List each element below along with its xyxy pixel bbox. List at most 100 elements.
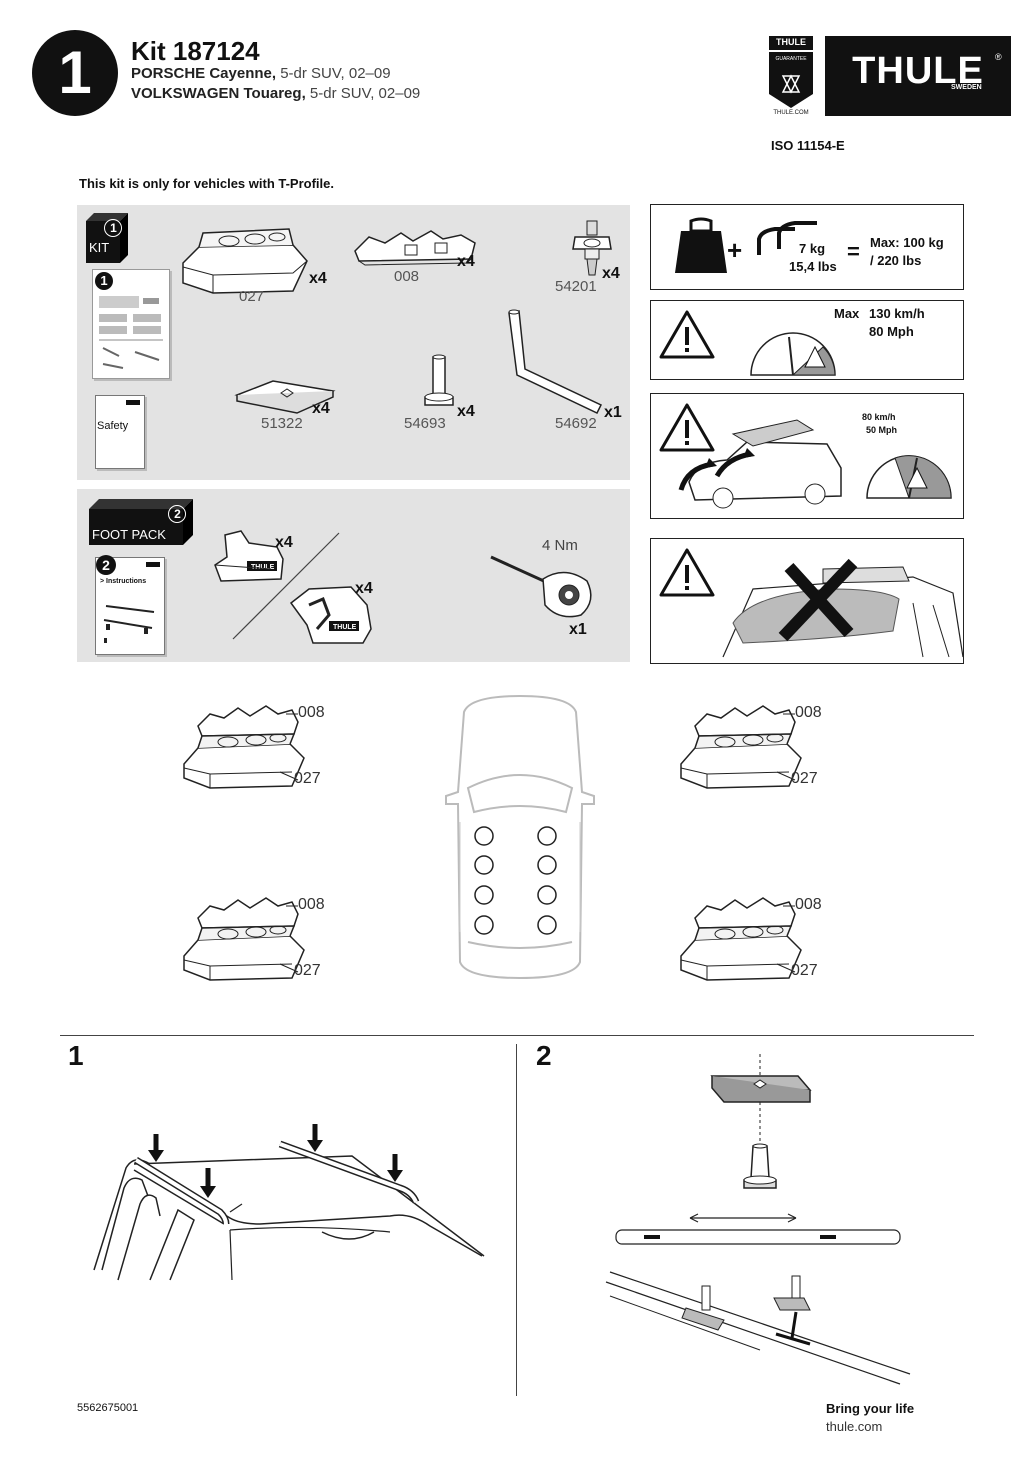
plus-icon: + [727, 235, 743, 265]
wind-mph: 50 Mph [866, 425, 898, 435]
vehicle-spec: 5-dr SUV, 02–09 [305, 85, 421, 102]
car-roof-rails-icon [93, 1124, 485, 1281]
bars-weight-kg: 7 kg [799, 241, 826, 256]
svg-text:THULE: THULE [251, 564, 275, 571]
foot-clamp-assembly-icon [183, 705, 305, 789]
part-code: 008 [394, 268, 420, 285]
steps-divider-vertical [516, 1044, 517, 1396]
vehicle-line-1: PORSCHE Cayenne, 5-dr SUV, 02–09 [131, 65, 391, 82]
registered-mark-icon: ® [995, 52, 1002, 62]
speedometer-icon [866, 455, 952, 499]
tagline: Bring your life [826, 1401, 915, 1416]
wind-kmh: 80 km/h [862, 412, 896, 422]
part-qty: x4 [602, 265, 620, 282]
guarantee-bottom: THULE.COM [773, 110, 809, 116]
foot-pack-panel: 2 FOOT PACK 2 > Instructions THULE x4 TH… [77, 489, 630, 662]
guarantee-shield-icon [769, 36, 813, 108]
mount-point-icon [537, 915, 557, 935]
vehicle-spec: 5-dr SUV, 02–09 [276, 65, 391, 82]
plate-51322-icon [234, 380, 336, 414]
divider-line [232, 532, 340, 640]
thule-logo: THULE SWEDEN ® [825, 36, 1011, 116]
doc-bars-icon [103, 605, 155, 643]
thule-url[interactable]: thule.com [826, 1419, 883, 1434]
vehicle-line-2: VOLKSWAGEN Touareg, 5-dr SUV, 02–09 [131, 85, 420, 102]
foot-clamp-assembly-icon [183, 897, 305, 981]
brand-sub: SWEDEN [951, 84, 982, 91]
mount-point-icon [474, 826, 494, 846]
foot-clamp-assembly-icon [680, 705, 802, 789]
assembly-front-right: 008 027 [677, 700, 837, 796]
doc-logo-icon [146, 562, 160, 567]
part-qty: x4 [312, 400, 330, 417]
part-code: 54692 [555, 415, 597, 432]
equals-icon: = [847, 239, 860, 264]
step-number: 1 [58, 39, 92, 106]
foot-clamp-assembly-icon [680, 897, 802, 981]
label-upper: 008 [795, 704, 822, 721]
speed-mph: 80 Mph [869, 324, 914, 339]
clamp-008-icon [354, 230, 476, 266]
part-code: 54693 [404, 415, 446, 432]
doc-num-circle: 2 [96, 555, 116, 575]
steps-divider-horizontal [60, 1035, 974, 1036]
label-upper: 008 [298, 704, 325, 721]
mount-point-icon [474, 855, 494, 875]
loading-speed-box: 80 km/h 50 Mph [650, 393, 964, 519]
foot-a-icon: THULE [214, 530, 284, 582]
vehicle-make: VOLKSWAGEN Touareg, [131, 85, 306, 102]
tool-qty: x1 [569, 621, 587, 638]
part-qty: x4 [457, 403, 475, 420]
tprofile-notice: This kit is only for vehicles with T-Pro… [79, 176, 334, 191]
step-1-number: 1 [68, 1040, 84, 1071]
warning-triangle-icon [659, 310, 715, 359]
speed-max-label: Max [834, 306, 860, 321]
roof-damage-icon [722, 558, 964, 658]
assembly-front-left: 008 027 [180, 700, 340, 796]
foot-a-qty: x4 [275, 534, 293, 551]
loaded-car-icon [678, 419, 842, 509]
kit-badge-num-circle [104, 219, 122, 237]
foot-pack-document: 2 > Instructions [95, 555, 165, 655]
vehicle-make: PORSCHE Cayenne, [131, 65, 277, 82]
kit-badge-label: KIT [89, 240, 110, 255]
booklet-num-circle: 1 [95, 272, 113, 290]
label-upper: 008 [795, 896, 822, 913]
safety-document: Safety [95, 395, 145, 469]
allen-key-54692-icon [508, 309, 603, 414]
foot-b-icon: THULE [289, 586, 372, 644]
safety-doc-logo-icon [126, 400, 140, 405]
roof-bars-icon [757, 221, 817, 255]
label-lower: 027 [294, 770, 321, 787]
safety-label: Safety [97, 420, 129, 432]
mount-point-icon [474, 885, 494, 905]
step-2-number: 2 [536, 1040, 552, 1071]
max-load-kg: Max: 100 kg [870, 235, 944, 250]
speedometer-icon [750, 332, 836, 376]
bolt-54693-icon [424, 354, 454, 406]
label-lower: 027 [294, 962, 321, 979]
assembly-rear-left: 008 027 [180, 892, 340, 988]
car-top-view-icon [445, 694, 595, 980]
t-track-assembly-icon [605, 1054, 911, 1385]
part-code: 027 [239, 288, 265, 305]
load-capacity-box: + 7 kg 15,4 lbs = Max: 100 kg / 220 lbs [650, 204, 964, 290]
doc-number: 5562675001 [77, 1402, 139, 1414]
mount-point-icon [537, 826, 557, 846]
kit-badge-num: 1 [110, 221, 117, 235]
mounting-points [474, 826, 557, 935]
tool-torque: 4 Nm [542, 537, 578, 554]
mount-point-icon [537, 855, 557, 875]
guarantee-top: THULE [776, 37, 806, 47]
kit-panel: 1 KIT 1 Safety 027 x4 [77, 205, 630, 480]
part-qty: x4 [309, 270, 327, 287]
foot-badge-num-circle [168, 505, 186, 523]
kit-title: Kit 187124 [131, 36, 260, 66]
iso-label: ISO 11154-E [771, 138, 845, 153]
speed-limit-box: Max 130 km/h 80 Mph [650, 300, 964, 380]
foot-badge-num: 2 [174, 507, 181, 521]
mount-point-icon [537, 885, 557, 905]
part-code: 51322 [261, 415, 303, 432]
brand-name: THULE [852, 50, 984, 92]
foot-b-qty: x4 [355, 580, 373, 597]
